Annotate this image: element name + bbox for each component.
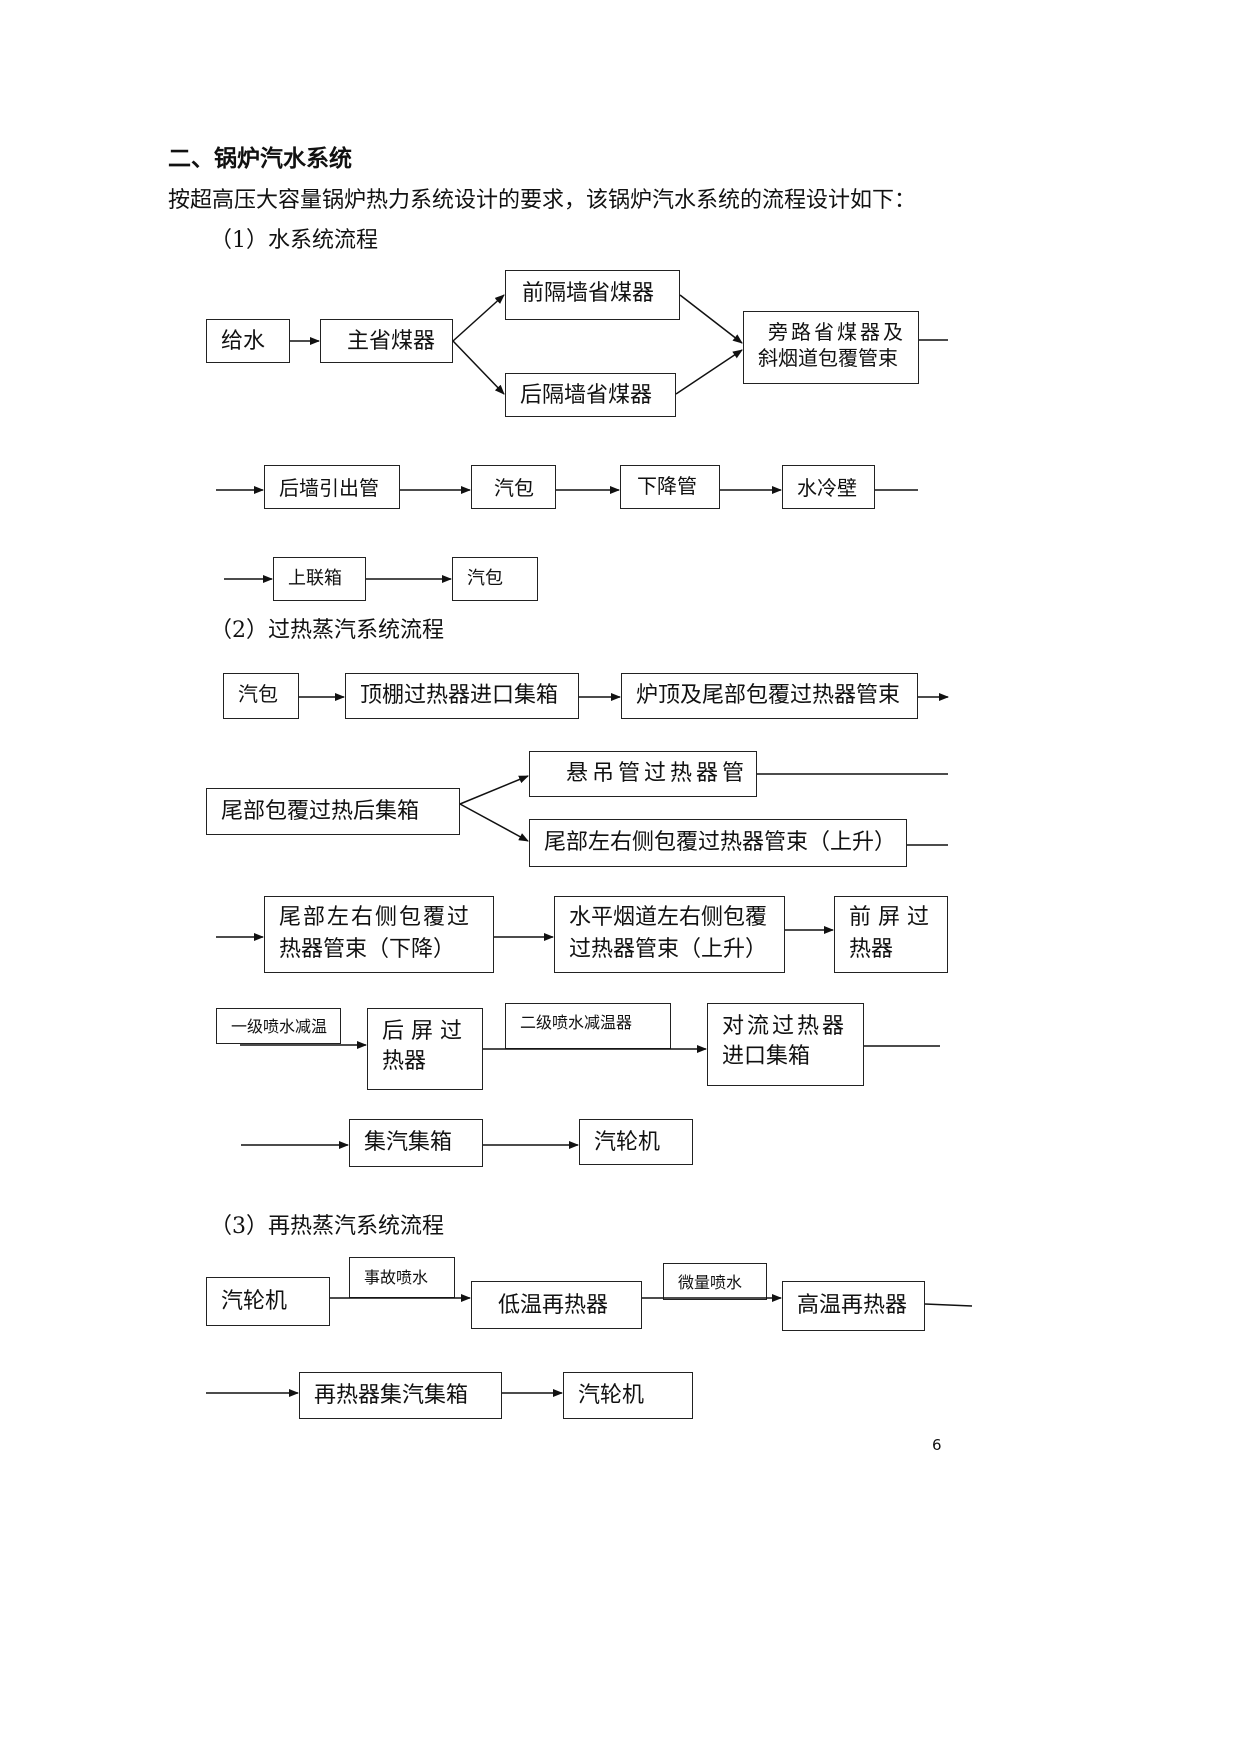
label-turbine-out: 汽轮机 bbox=[578, 1383, 645, 1408]
label-tail-side-up: 尾部左右侧包覆过热器管束（上升） bbox=[544, 830, 897, 855]
label-horiz-flue-line2: 过热器管束（上升） bbox=[569, 937, 768, 962]
label-bypass-line1: 旁路省煤器及 bbox=[768, 320, 906, 344]
label-micro-spray: 微量喷水 bbox=[678, 1273, 743, 1292]
arrow-rear-header-to-hanger bbox=[459, 775, 529, 805]
label-horiz-flue-line1: 水平烟道左右侧包覆 bbox=[569, 905, 768, 930]
label-hanger-tube: 悬吊管过热器管 bbox=[566, 761, 749, 786]
label-rear-platen-line1: 后 屏 过 bbox=[382, 1019, 462, 1044]
label-tail-side-down-line2: 热器管束（下降） bbox=[279, 937, 456, 962]
section-title: 二、锅炉汽水系统 bbox=[168, 146, 352, 172]
label-conv-inlet-line1: 对流过热器 bbox=[722, 1014, 848, 1039]
arrow-front-wall-to-bypass bbox=[679, 294, 743, 344]
box-waterwall: 水冷壁 bbox=[782, 465, 875, 509]
label-drum-1: 汽包 bbox=[494, 476, 534, 500]
page-number: 6 bbox=[932, 1436, 942, 1454]
box-front-wall-economizer: 前隔墙省煤器 bbox=[505, 270, 680, 320]
label-front-platen-line2: 热器 bbox=[849, 937, 894, 962]
label-roof-inlet-header: 顶棚过热器进口集箱 bbox=[360, 683, 559, 708]
box-micro-spray: 微量喷水 bbox=[663, 1263, 767, 1300]
label-sh-drum: 汽包 bbox=[238, 682, 278, 706]
box-turbine-in: 汽轮机 bbox=[206, 1277, 330, 1326]
label-upper-header: 上联箱 bbox=[288, 568, 342, 589]
box-horiz-flue: 水平烟道左右侧包覆 过热器管束（上升） bbox=[554, 896, 785, 973]
box-low-temp-reheater: 低温再热器 bbox=[471, 1281, 642, 1329]
label-tail-side-down-line1: 尾部左右侧包覆过 bbox=[279, 905, 472, 930]
label-feedwater: 给水 bbox=[221, 329, 266, 354]
label-waterwall: 水冷壁 bbox=[797, 476, 857, 500]
box-sh-drum: 汽包 bbox=[223, 673, 299, 719]
label-turbine-in: 汽轮机 bbox=[221, 1289, 288, 1314]
box-bypass-economizer: 旁路省煤器及 斜烟道包覆管束 bbox=[743, 311, 919, 384]
box-rear-platen: 后 屏 过 热器 bbox=[367, 1008, 483, 1090]
label-turbine-sh: 汽轮机 bbox=[594, 1130, 661, 1155]
label-spray-1: 一级喷水减温 bbox=[231, 1017, 328, 1036]
box-feedwater: 给水 bbox=[206, 319, 290, 363]
label-rear-wall-economizer: 后隔墙省煤器 bbox=[520, 383, 653, 408]
label-reheater-header: 再热器集汽集箱 bbox=[314, 1383, 469, 1408]
box-turbine-out: 汽轮机 bbox=[563, 1372, 693, 1419]
label-tail-rear-header: 尾部包覆过热后集箱 bbox=[221, 799, 420, 824]
box-tail-side-down: 尾部左右侧包覆过 热器管束（下降） bbox=[264, 896, 494, 973]
label-drum-2: 汽包 bbox=[467, 568, 503, 589]
box-steam-header: 集汽集箱 bbox=[349, 1119, 483, 1167]
label-rear-wall-outlet: 后墙引出管 bbox=[279, 476, 379, 500]
box-high-temp-reheater: 高温再热器 bbox=[782, 1281, 925, 1331]
label-front-platen-line1: 前 屏 过 bbox=[849, 905, 929, 930]
box-drum-1: 汽包 bbox=[471, 465, 556, 509]
box-reheater-header: 再热器集汽集箱 bbox=[299, 1372, 502, 1419]
arrow-rear-wall-to-bypass bbox=[675, 349, 743, 395]
box-hanger-tube: 悬吊管过热器管 bbox=[529, 751, 757, 797]
box-rear-wall-outlet: 后墙引出管 bbox=[264, 465, 400, 509]
label-emergency-spray: 事故喷水 bbox=[364, 1268, 429, 1287]
arrow-rear-header-to-side-up bbox=[459, 803, 529, 842]
label-main-economizer: 主省煤器 bbox=[347, 329, 436, 354]
box-drum-2: 汽包 bbox=[452, 557, 538, 601]
label-roof-tail-bundle: 炉顶及尾部包覆过热器管束 bbox=[636, 683, 901, 708]
label-conv-inlet-line2: 进口集箱 bbox=[722, 1044, 811, 1069]
box-conv-inlet-header: 对流过热器 进口集箱 bbox=[707, 1003, 864, 1086]
box-roof-tail-bundle: 炉顶及尾部包覆过热器管束 bbox=[621, 673, 918, 719]
label-spray-2: 二级喷水减温器 bbox=[520, 1013, 633, 1032]
box-tail-rear-header: 尾部包覆过热后集箱 bbox=[206, 788, 460, 835]
box-main-economizer: 主省煤器 bbox=[320, 319, 453, 363]
label-steam-header: 集汽集箱 bbox=[364, 1130, 453, 1155]
box-tail-side-up: 尾部左右侧包覆过热器管束（上升） bbox=[529, 819, 907, 867]
box-front-platen: 前 屏 过 热器 bbox=[834, 896, 948, 973]
water-flow-heading: （1）水系统流程 bbox=[210, 228, 378, 253]
box-upper-header: 上联箱 bbox=[273, 557, 366, 601]
box-roof-inlet-header: 顶棚过热器进口集箱 bbox=[345, 673, 579, 719]
label-high-temp-reheater: 高温再热器 bbox=[797, 1293, 908, 1318]
reheat-flow-heading: （3）再热蒸汽系统流程 bbox=[210, 1214, 444, 1239]
box-rear-wall-economizer: 后隔墙省煤器 bbox=[505, 373, 676, 417]
label-front-wall-economizer: 前隔墙省煤器 bbox=[522, 281, 655, 306]
superheat-flow-heading: （2）过热蒸汽系统流程 bbox=[210, 618, 444, 643]
box-turbine-sh: 汽轮机 bbox=[579, 1119, 693, 1165]
label-bypass-line2: 斜烟道包覆管束 bbox=[758, 346, 898, 370]
box-spray-1: 一级喷水减温 bbox=[216, 1008, 341, 1044]
label-low-temp-reheater: 低温再热器 bbox=[498, 1293, 609, 1318]
box-downcomer: 下降管 bbox=[620, 465, 720, 509]
box-spray-2: 二级喷水减温器 bbox=[505, 1003, 671, 1049]
arrow-main-to-rear-wall bbox=[452, 340, 505, 395]
label-downcomer: 下降管 bbox=[637, 474, 697, 498]
label-rear-platen-line2: 热器 bbox=[382, 1049, 427, 1074]
intro-paragraph: 按超高压大容量锅炉热力系统设计的要求，该锅炉汽水系统的流程设计如下： bbox=[168, 188, 917, 213]
arrow-main-to-front-wall bbox=[452, 294, 505, 342]
line-high-temp-out bbox=[924, 1303, 973, 1307]
